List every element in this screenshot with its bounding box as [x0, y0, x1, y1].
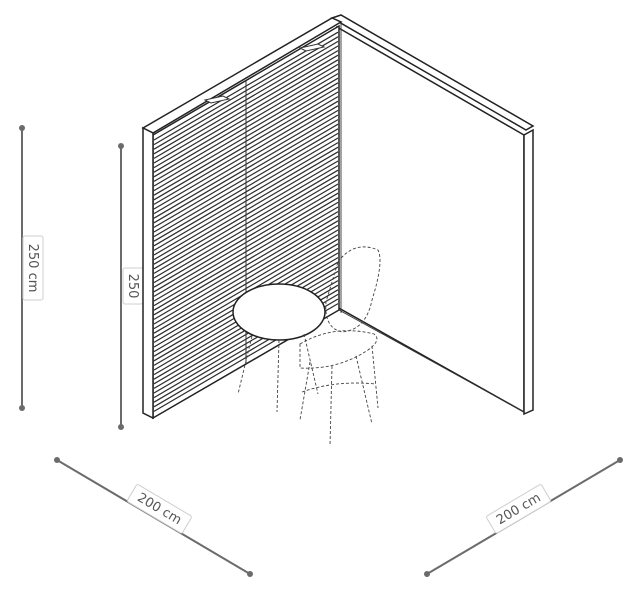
dimension-right-width: 200 cm	[424, 457, 623, 577]
dimension-inner-height: 250	[118, 143, 144, 430]
outer-height-label: 250 cm	[25, 244, 40, 293]
right-wall-panel	[330, 14, 535, 416]
inner-height-label: 250	[125, 274, 140, 299]
round-table-icon	[232, 283, 326, 413]
high-chair-icon	[299, 246, 381, 447]
ceiling-light-icon	[203, 43, 326, 104]
left-slatted-panel	[141, 17, 343, 420]
floor-edge	[338, 309, 525, 413]
dimension-outer-height: 250 cm	[19, 125, 44, 411]
dimension-left-width: 200 cm	[54, 457, 253, 577]
